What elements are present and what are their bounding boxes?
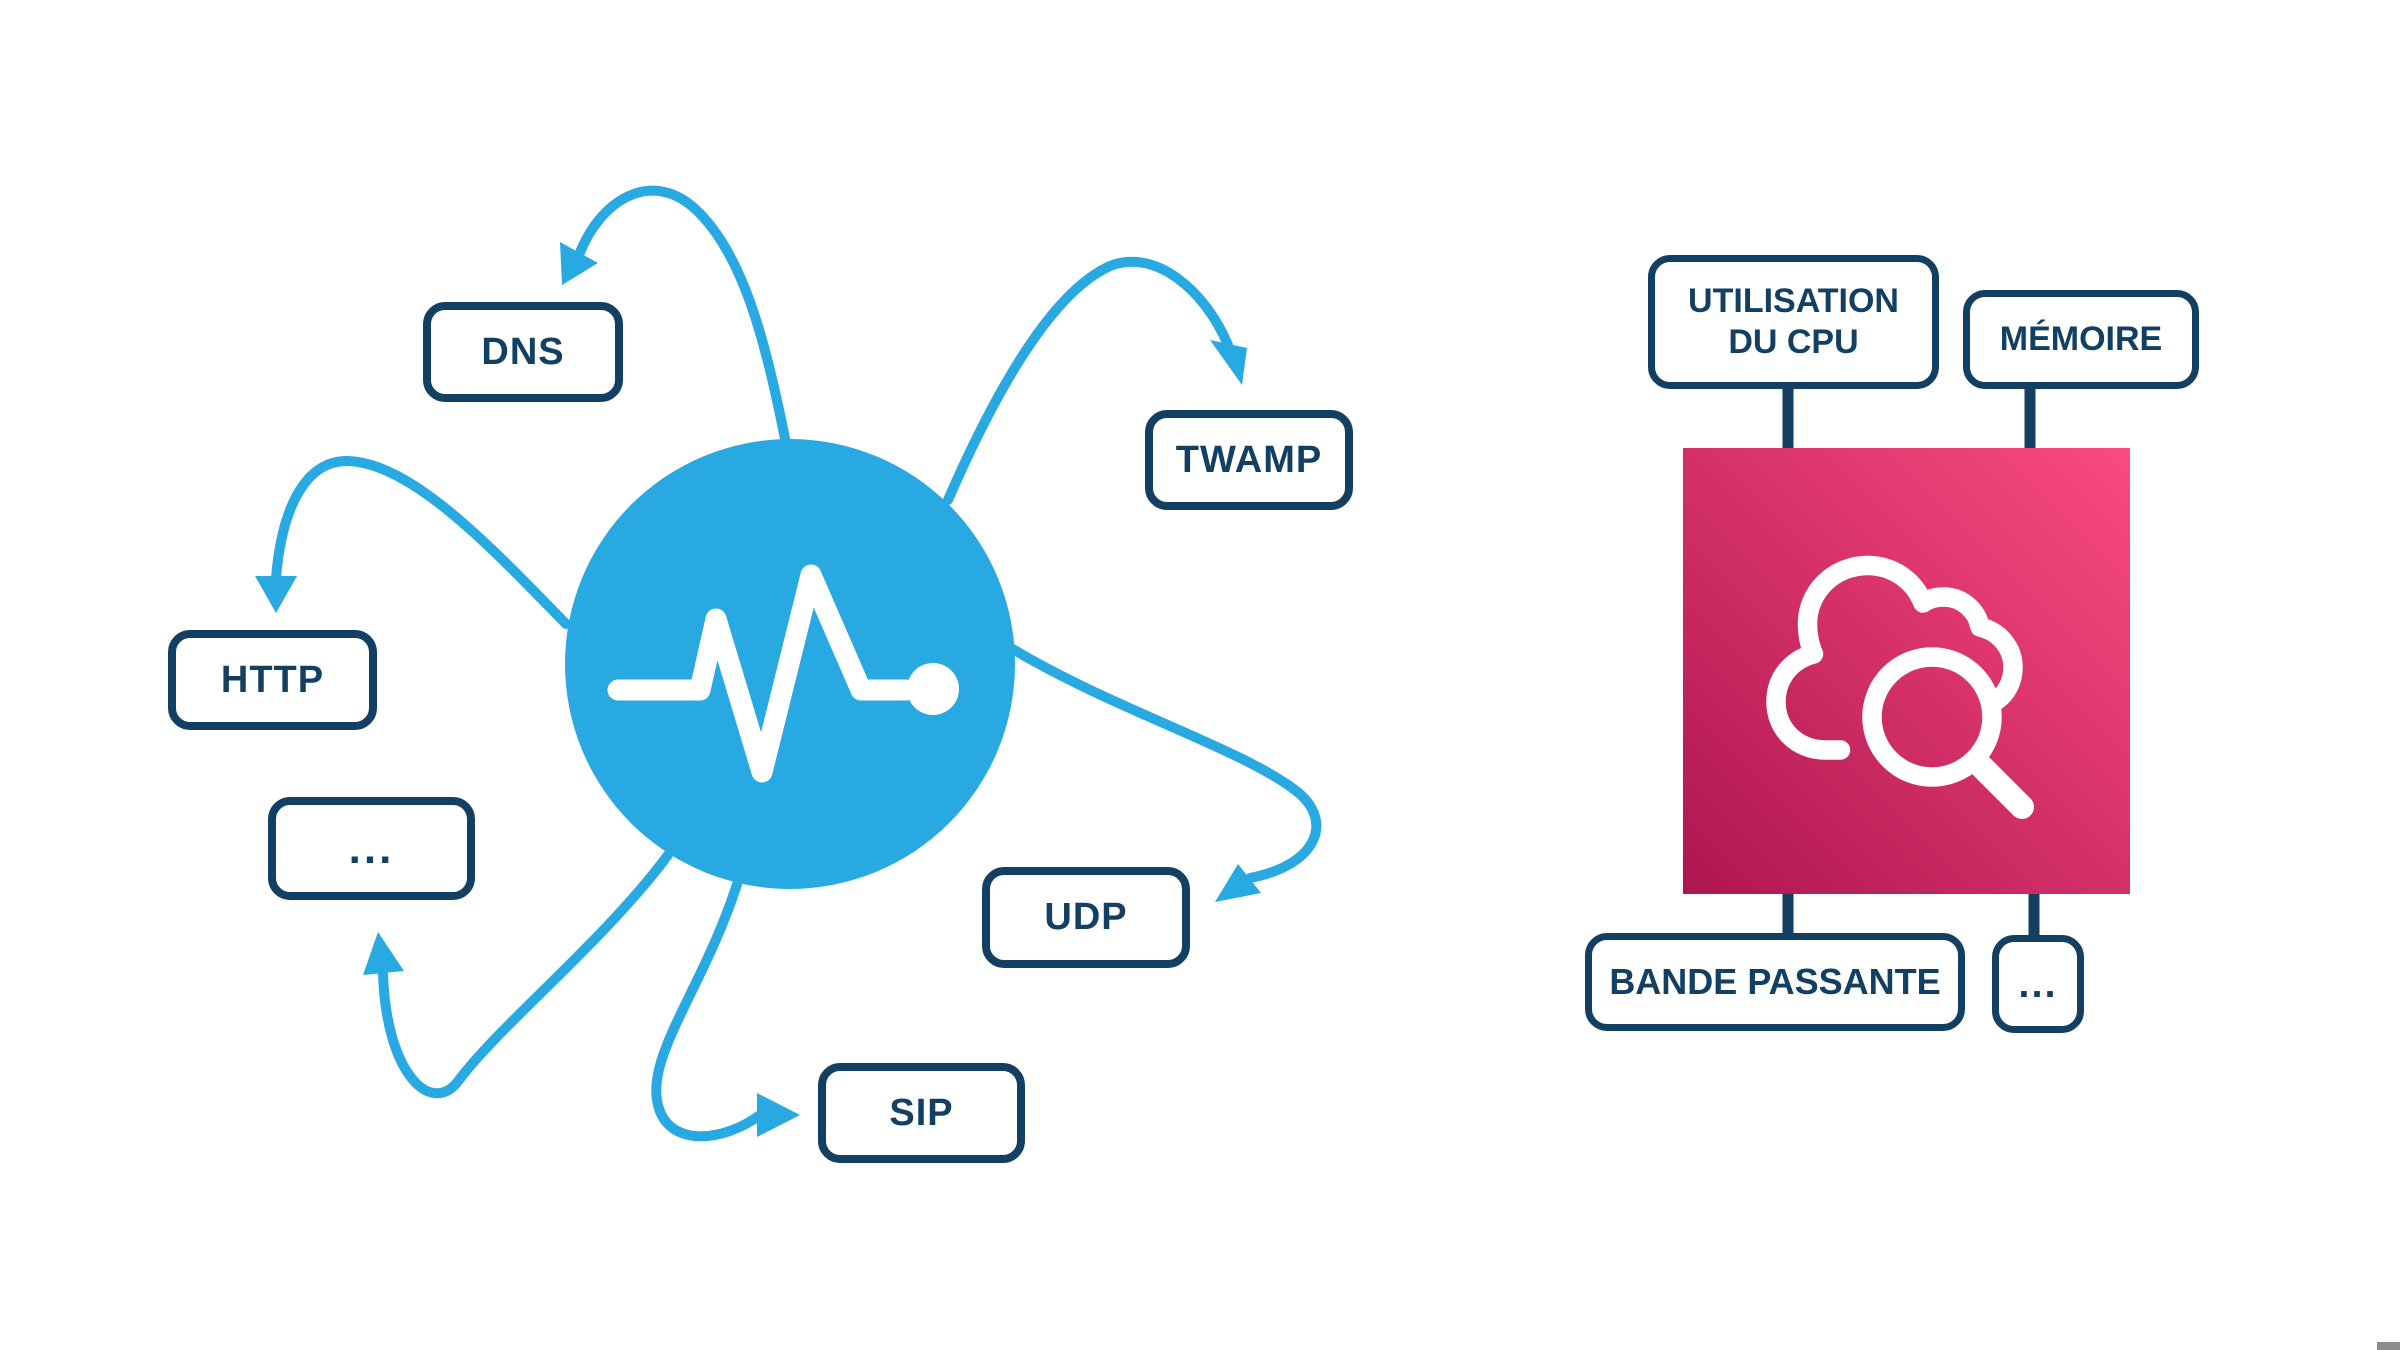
node-udp-label: UDP [1044, 896, 1128, 938]
node-more-left: ... [268, 797, 475, 900]
arrowhead-sip [757, 1093, 800, 1137]
node-cpu-usage: UTILISATION DU CPU [1648, 255, 1939, 389]
arrow-to-twamp [943, 256, 1233, 505]
arrow-to-udp [1006, 643, 1322, 883]
node-memory-label: MÉMOIRE [1999, 320, 2163, 358]
node-sip: SIP [818, 1063, 1025, 1163]
arrow-to-sip [651, 873, 765, 1142]
node-more-right-label: ... [2018, 961, 2058, 1006]
arrowhead-dns [560, 242, 598, 285]
node-more-left-label: ... [348, 823, 395, 873]
cpu-line1: UTILISATION [1688, 281, 1899, 320]
node-cpu-usage-label: UTILISATION DU CPU [1688, 281, 1899, 364]
arrowhead-http [255, 576, 297, 613]
node-twamp: TWAMP [1145, 410, 1353, 510]
pulse-line [607, 564, 917, 783]
node-bandwidth-label: BANDE PASSANTE [1609, 961, 1941, 1002]
node-twamp-label: TWAMP [1175, 438, 1323, 481]
arrowhead-twamp [1210, 340, 1247, 385]
magnifier-lens [1862, 647, 2002, 787]
arrow-to-dns [574, 185, 792, 454]
arrowhead-more-left [363, 932, 404, 975]
corner-mark [2377, 1342, 2400, 1350]
arrow-to-more-left [378, 850, 673, 1099]
node-dns: DNS [423, 302, 623, 402]
node-memory: MÉMOIRE [1963, 290, 2199, 389]
cloud-search-icon [1766, 555, 2034, 819]
arrow-to-http [271, 455, 571, 629]
node-http: HTTP [168, 630, 377, 730]
node-http-label: HTTP [220, 658, 325, 701]
magnifier-handle [1968, 753, 2034, 819]
arrowhead-udp [1215, 864, 1261, 902]
pulse-monitor-icon [565, 439, 1015, 889]
node-sip-label: SIP [889, 1091, 954, 1134]
node-bandwidth: BANDE PASSANTE [1585, 933, 1965, 1031]
node-udp: UDP [982, 867, 1190, 968]
node-more-right: ... [1992, 935, 2084, 1033]
cpu-line2: DU CPU [1728, 323, 1859, 361]
node-dns-label: DNS [481, 330, 565, 373]
cloud-outline [1766, 555, 2023, 760]
pulse-dot [907, 663, 959, 715]
